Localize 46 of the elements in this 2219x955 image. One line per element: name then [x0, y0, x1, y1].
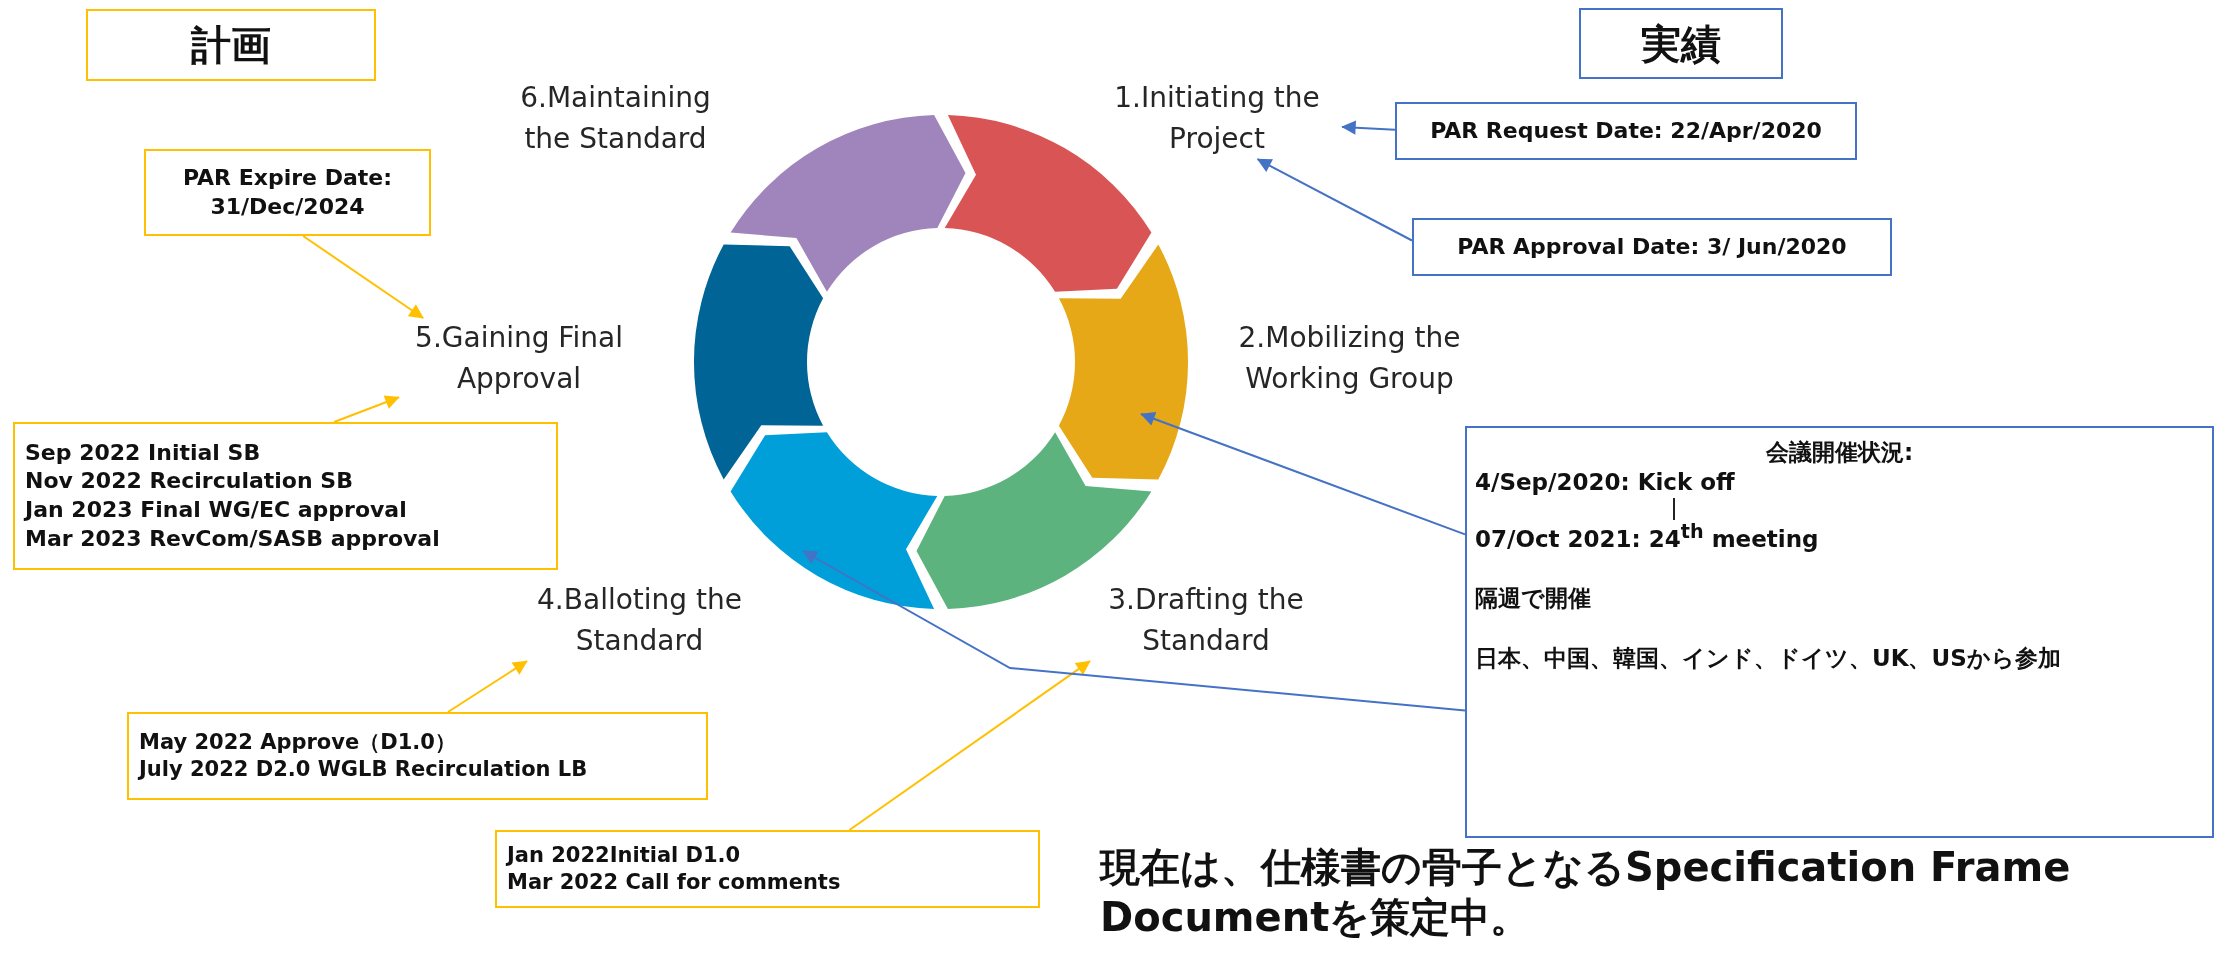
- step-label: 1.Initiating the Project: [1092, 78, 1342, 160]
- schedule-box: [13, 422, 558, 570]
- cycle-arrow-segment: [730, 115, 966, 292]
- box-text: July 2022 D2.0 WGLB Recirculation LB: [139, 756, 589, 783]
- cycle-arrow-segment: [944, 115, 1152, 292]
- step-label: 5.Gaining Final Approval: [399, 318, 639, 400]
- schedule-box: [127, 712, 708, 800]
- box-text: 計画: [190, 21, 272, 70]
- box-text: PAR Expire Date: 31/Dec/2024: [182, 163, 393, 221]
- box-text: Sep 2022 Initial SB: [25, 438, 262, 467]
- cycle-arrow-segment: [1058, 244, 1189, 480]
- box-text: 隔週で開催: [1475, 584, 1592, 614]
- meeting-status-box: [1465, 426, 2214, 838]
- cycle-arrow-segment: [693, 244, 824, 480]
- arrow: [447, 660, 528, 713]
- box-text: PAR Request Date: 22/Apr/2020: [1429, 116, 1823, 145]
- box-text: PAR Approval Date: 3/ Jun/2020: [1456, 232, 1848, 261]
- schedule-box: [495, 830, 1040, 908]
- box-heading: 会議開催状況:: [1764, 438, 1915, 467]
- arrow: [333, 395, 400, 423]
- box-text: Mar 2022 Call for comments: [507, 869, 842, 896]
- box-text: 4/Sep/2020: Kick off: [1475, 467, 1736, 497]
- step-label: 6.Maintaining the Standard: [508, 78, 723, 160]
- box-text: 07/Oct 2021: 24$^{th}$ meeting: [1475, 519, 1820, 554]
- status-note: 現在は、仕様書の骨子となるSpecification Frame Documentを策定中。: [1100, 843, 2072, 942]
- arrow: [1256, 158, 1413, 242]
- heading-box: [1579, 8, 1783, 79]
- arrow: [802, 550, 1466, 712]
- step-label: 3.Drafting the Standard: [1090, 580, 1322, 662]
- step-label: 2.Mobilizing the Working Group: [1222, 318, 1477, 400]
- date-box: [1395, 102, 1857, 160]
- box-text: May 2022 Approve（D1.0）: [139, 728, 457, 756]
- box-text: Jan 2023 Final WG/EC approval: [25, 496, 408, 524]
- arrow: [1140, 412, 1466, 536]
- arrow: [848, 660, 1091, 831]
- heading-box: [86, 9, 376, 81]
- box-text: Nov 2022 Recirculation SB: [25, 467, 354, 496]
- box-text: 実績: [1640, 19, 1722, 69]
- date-box: [1412, 218, 1892, 276]
- box-text: Mar 2023 RevCom/SASB approval: [25, 524, 441, 553]
- box-text: 日本、中国、韓国、インド、ドイツ、UK、USから参加: [1475, 644, 2062, 673]
- arrow: [302, 235, 425, 319]
- box-text: Jan 2022Initial D1.0: [507, 841, 742, 869]
- date-box: [144, 149, 431, 236]
- step-label: 4.Balloting the Standard: [522, 580, 757, 662]
- arrow: [1341, 120, 1396, 135]
